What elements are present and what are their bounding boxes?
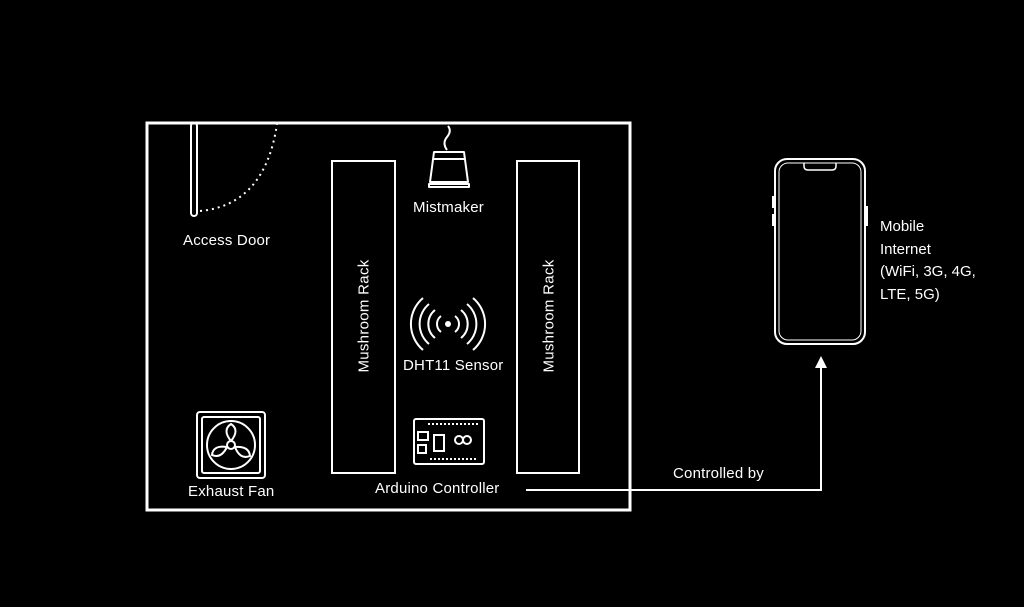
mobile-internet-label: Mobile Internet (WiFi, 3G, 4G, LTE, 5G) [880, 216, 976, 306]
mushroom-rack-left-label: Mushroom Rack [355, 259, 373, 373]
access-door-label: Access Door [183, 232, 271, 249]
mobile-label-line: LTE, 5G) [880, 285, 940, 303]
smartphone-icon [772, 158, 868, 345]
mushroom-rack-right-label: Mushroom Rack [540, 259, 558, 373]
dht11-sensor-label: DHT11 Sensor [403, 357, 504, 374]
humidifier-icon [428, 125, 470, 188]
exhaust-fan-icon [196, 411, 266, 479]
control-connection-arrow [526, 356, 827, 491]
controlled-by-label: Controlled by [673, 465, 764, 482]
mobile-label-line: Mobile [880, 218, 925, 235]
mobile-label-line: Internet [880, 240, 931, 258]
arduino-board-icon [413, 418, 485, 465]
mobile-label-line: (WiFi, 3G, 4G, [880, 263, 976, 280]
door-swing-icon [190, 122, 278, 217]
mistmaker-label: Mistmaker [413, 199, 484, 216]
mushroom-rack-left [331, 160, 396, 474]
room-outline [145, 121, 632, 512]
exhaust-fan-label: Exhaust Fan [188, 483, 275, 500]
arduino-controller-label: Arduino Controller [375, 480, 500, 497]
wireless-signal-icon [409, 297, 487, 351]
mushroom-rack-right [516, 160, 580, 474]
